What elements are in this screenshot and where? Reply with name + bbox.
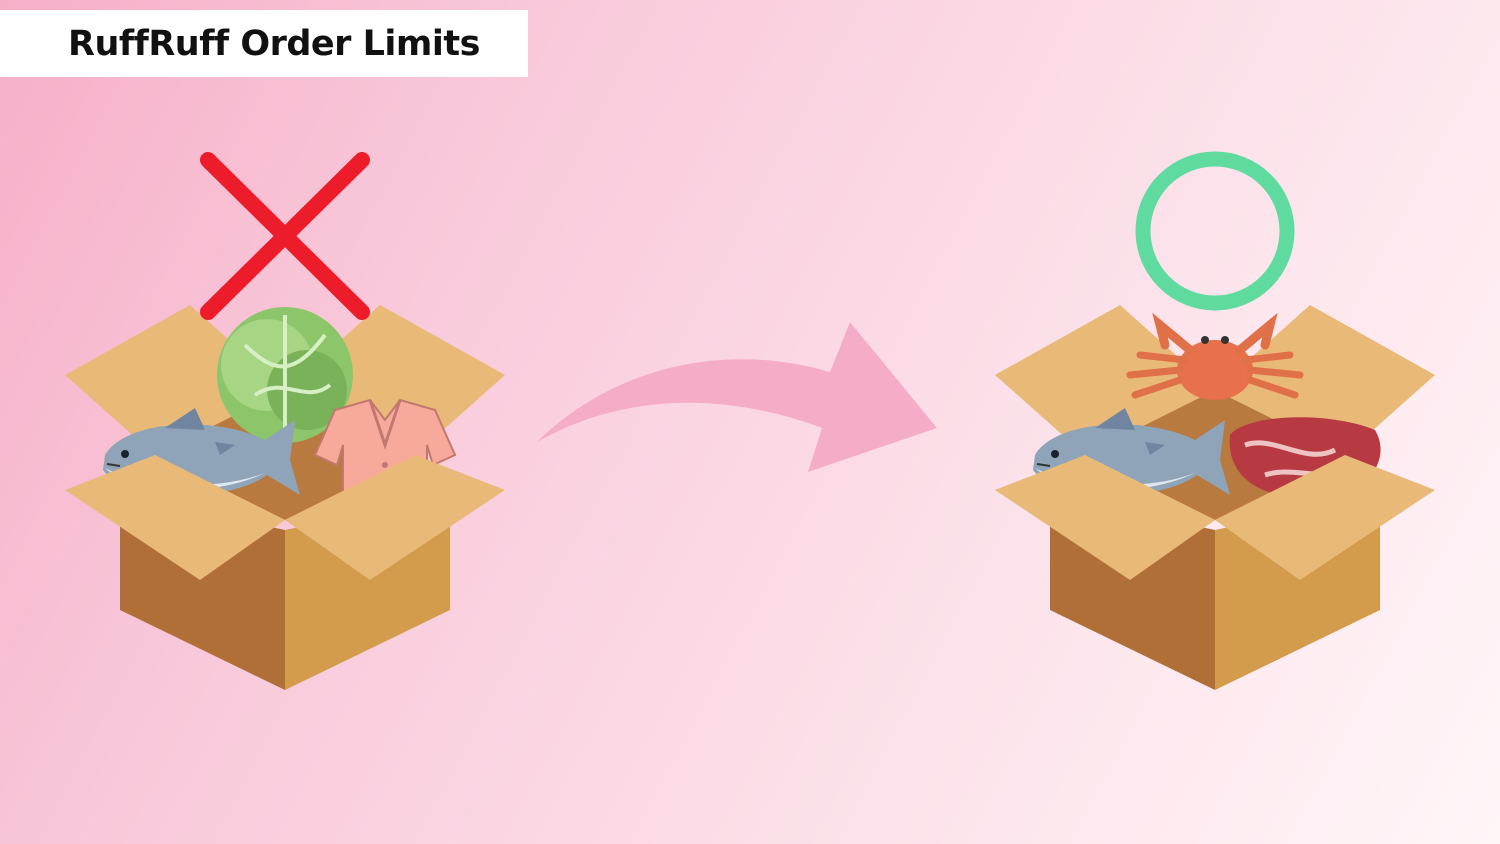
page-title: RuffRuff Order Limits — [68, 23, 480, 64]
cross-icon — [200, 152, 370, 320]
title-banner: RuffRuff Order Limits — [0, 10, 528, 77]
arrow-icon — [537, 322, 937, 472]
box-accepted — [995, 305, 1435, 690]
cabbage-icon — [217, 307, 353, 443]
box-rejected — [65, 305, 505, 690]
circle-icon — [1135, 151, 1295, 311]
crab-icon — [1126, 312, 1304, 400]
